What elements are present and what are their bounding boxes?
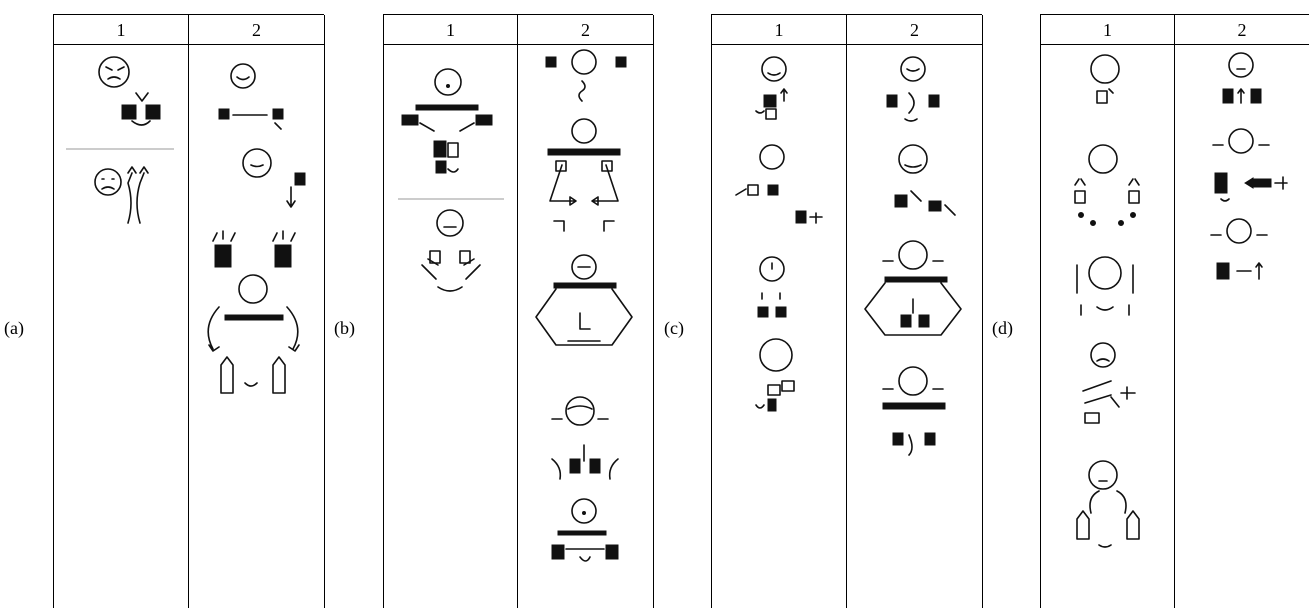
panel-a-col-1: 1 (54, 15, 189, 608)
panel-a-label: (a) (4, 318, 24, 338)
hands-movement-icon (735, 184, 823, 224)
face-icon (759, 256, 785, 282)
panel-a-col-2-sketch (207, 63, 306, 394)
face-icon (1090, 54, 1120, 104)
panel-d-col-1-header: 1 (1041, 15, 1174, 45)
panel-a-col-2-body (189, 45, 324, 608)
face-icon (1228, 52, 1254, 78)
panel-a-col-1-sketch (66, 56, 174, 224)
panel-b-col-1-header: 1 (384, 15, 517, 45)
hands-shake-icon (218, 108, 284, 130)
diverging-arrows-icon (549, 160, 619, 232)
face-icon (1088, 460, 1118, 490)
panel-b-col-1: 1 (384, 15, 518, 608)
open-hands-icon (220, 356, 286, 394)
face-icon (900, 56, 926, 82)
panel-c-label: (c) (664, 318, 684, 338)
face-icon (1088, 144, 1118, 174)
hand-up-arrow-icon (755, 88, 788, 120)
ear-hands-icon (886, 92, 940, 122)
panel-d-col-1-sketch (1074, 54, 1140, 548)
panel-d-col-2-body (1175, 45, 1309, 608)
panel-b-label: (b) (334, 318, 355, 338)
panel-b-col-2-header: 2 (518, 15, 653, 45)
panel-c-col-1-body (712, 45, 846, 608)
panel-d-col-2-sketch (1210, 52, 1288, 280)
panel-b-col-1-body (384, 45, 517, 608)
face-with-bar-icon (547, 118, 621, 156)
panel-b-col-1-sketch (398, 68, 504, 292)
panel-a-col-1-header: 1 (54, 15, 188, 45)
panel-b-table: 1 (383, 14, 654, 608)
hands-pair-icon (757, 292, 787, 318)
hands-motion-icon (1082, 380, 1136, 424)
angry-face-icon (98, 56, 130, 88)
panel-b-col-2-body (518, 45, 653, 608)
hand-cluster-icon (755, 380, 795, 412)
panel-a-table: 1 (53, 14, 325, 608)
panel-b-col-2-sketch (535, 49, 633, 562)
panel-c-col-2-sketch (864, 56, 962, 456)
panel-d-col-2: 2 (1175, 15, 1309, 608)
fuzzy-face-icon (882, 366, 944, 396)
face-icon (436, 209, 464, 237)
fuzzy-face-icon (551, 396, 609, 426)
panel-d-table: 1 (1040, 14, 1309, 608)
face-icon (759, 144, 785, 170)
sad-face-icon (1090, 342, 1116, 368)
panel-d-col-1-body (1041, 45, 1174, 608)
hand-up-arrow-icon (1216, 262, 1263, 280)
panel-c-col-1-header: 1 (712, 15, 846, 45)
panel-c-table: 1 (711, 14, 983, 608)
fuzzy-face-icon (1210, 218, 1268, 244)
panel-d-label: (d) (992, 318, 1013, 338)
hands-apart-icon (401, 114, 493, 132)
hexagon-hands-icon (864, 282, 962, 336)
panel-d-col-2-header: 2 (1175, 15, 1309, 45)
panel-c-col-1: 1 (712, 15, 847, 608)
hexagon-arrows-icon (535, 288, 633, 346)
hands-gesture-icon (894, 190, 956, 216)
panel-c-col-2-body (847, 45, 982, 608)
panel-c-col-2: 2 (847, 15, 983, 608)
panel-a-col-1-body (54, 45, 188, 608)
face-icon (571, 498, 597, 524)
face-with-curved-arrows-icon (207, 274, 300, 352)
hand-down-arrow-icon (286, 172, 306, 208)
hand-curved-arrows-icon (551, 444, 619, 480)
raised-hands-icon (212, 230, 296, 268)
panel-a-col-2: 2 (189, 15, 325, 608)
hands-together-icon (121, 92, 161, 126)
fuzzy-face-icon (1212, 128, 1270, 154)
panel-b-col-2: 2 (518, 15, 654, 608)
hands-up-arrows-icon (1222, 88, 1262, 104)
raised-hands-hearts-icon (1074, 178, 1140, 226)
panel-c-col-2-header: 2 (847, 15, 982, 45)
face-hands-up-icon (1076, 256, 1134, 316)
face-icon (571, 254, 597, 280)
fuzzy-face-icon (882, 240, 944, 270)
hands-face-icon (892, 432, 936, 456)
hand-shapes-icon (433, 140, 459, 174)
face-icon (434, 68, 462, 96)
face-profile-icon (242, 148, 272, 178)
crossed-hands-icon (421, 250, 481, 292)
panel-c-col-1-sketch (735, 56, 823, 412)
face-icon (761, 56, 787, 82)
hands-bar-icon (551, 544, 619, 562)
face-icon (898, 144, 928, 174)
panel-d-col-1: 1 (1041, 15, 1175, 608)
houses-arrows-icon (1076, 490, 1140, 548)
face-with-hands-icon (545, 49, 627, 102)
face-large-icon (759, 338, 793, 372)
sad-face-icon (94, 168, 122, 196)
hand-left-arrow-icon (1214, 172, 1288, 202)
rising-arrows-icon (127, 166, 149, 224)
panel-a-col-2-header: 2 (189, 15, 324, 45)
smiling-face-icon (230, 63, 256, 89)
